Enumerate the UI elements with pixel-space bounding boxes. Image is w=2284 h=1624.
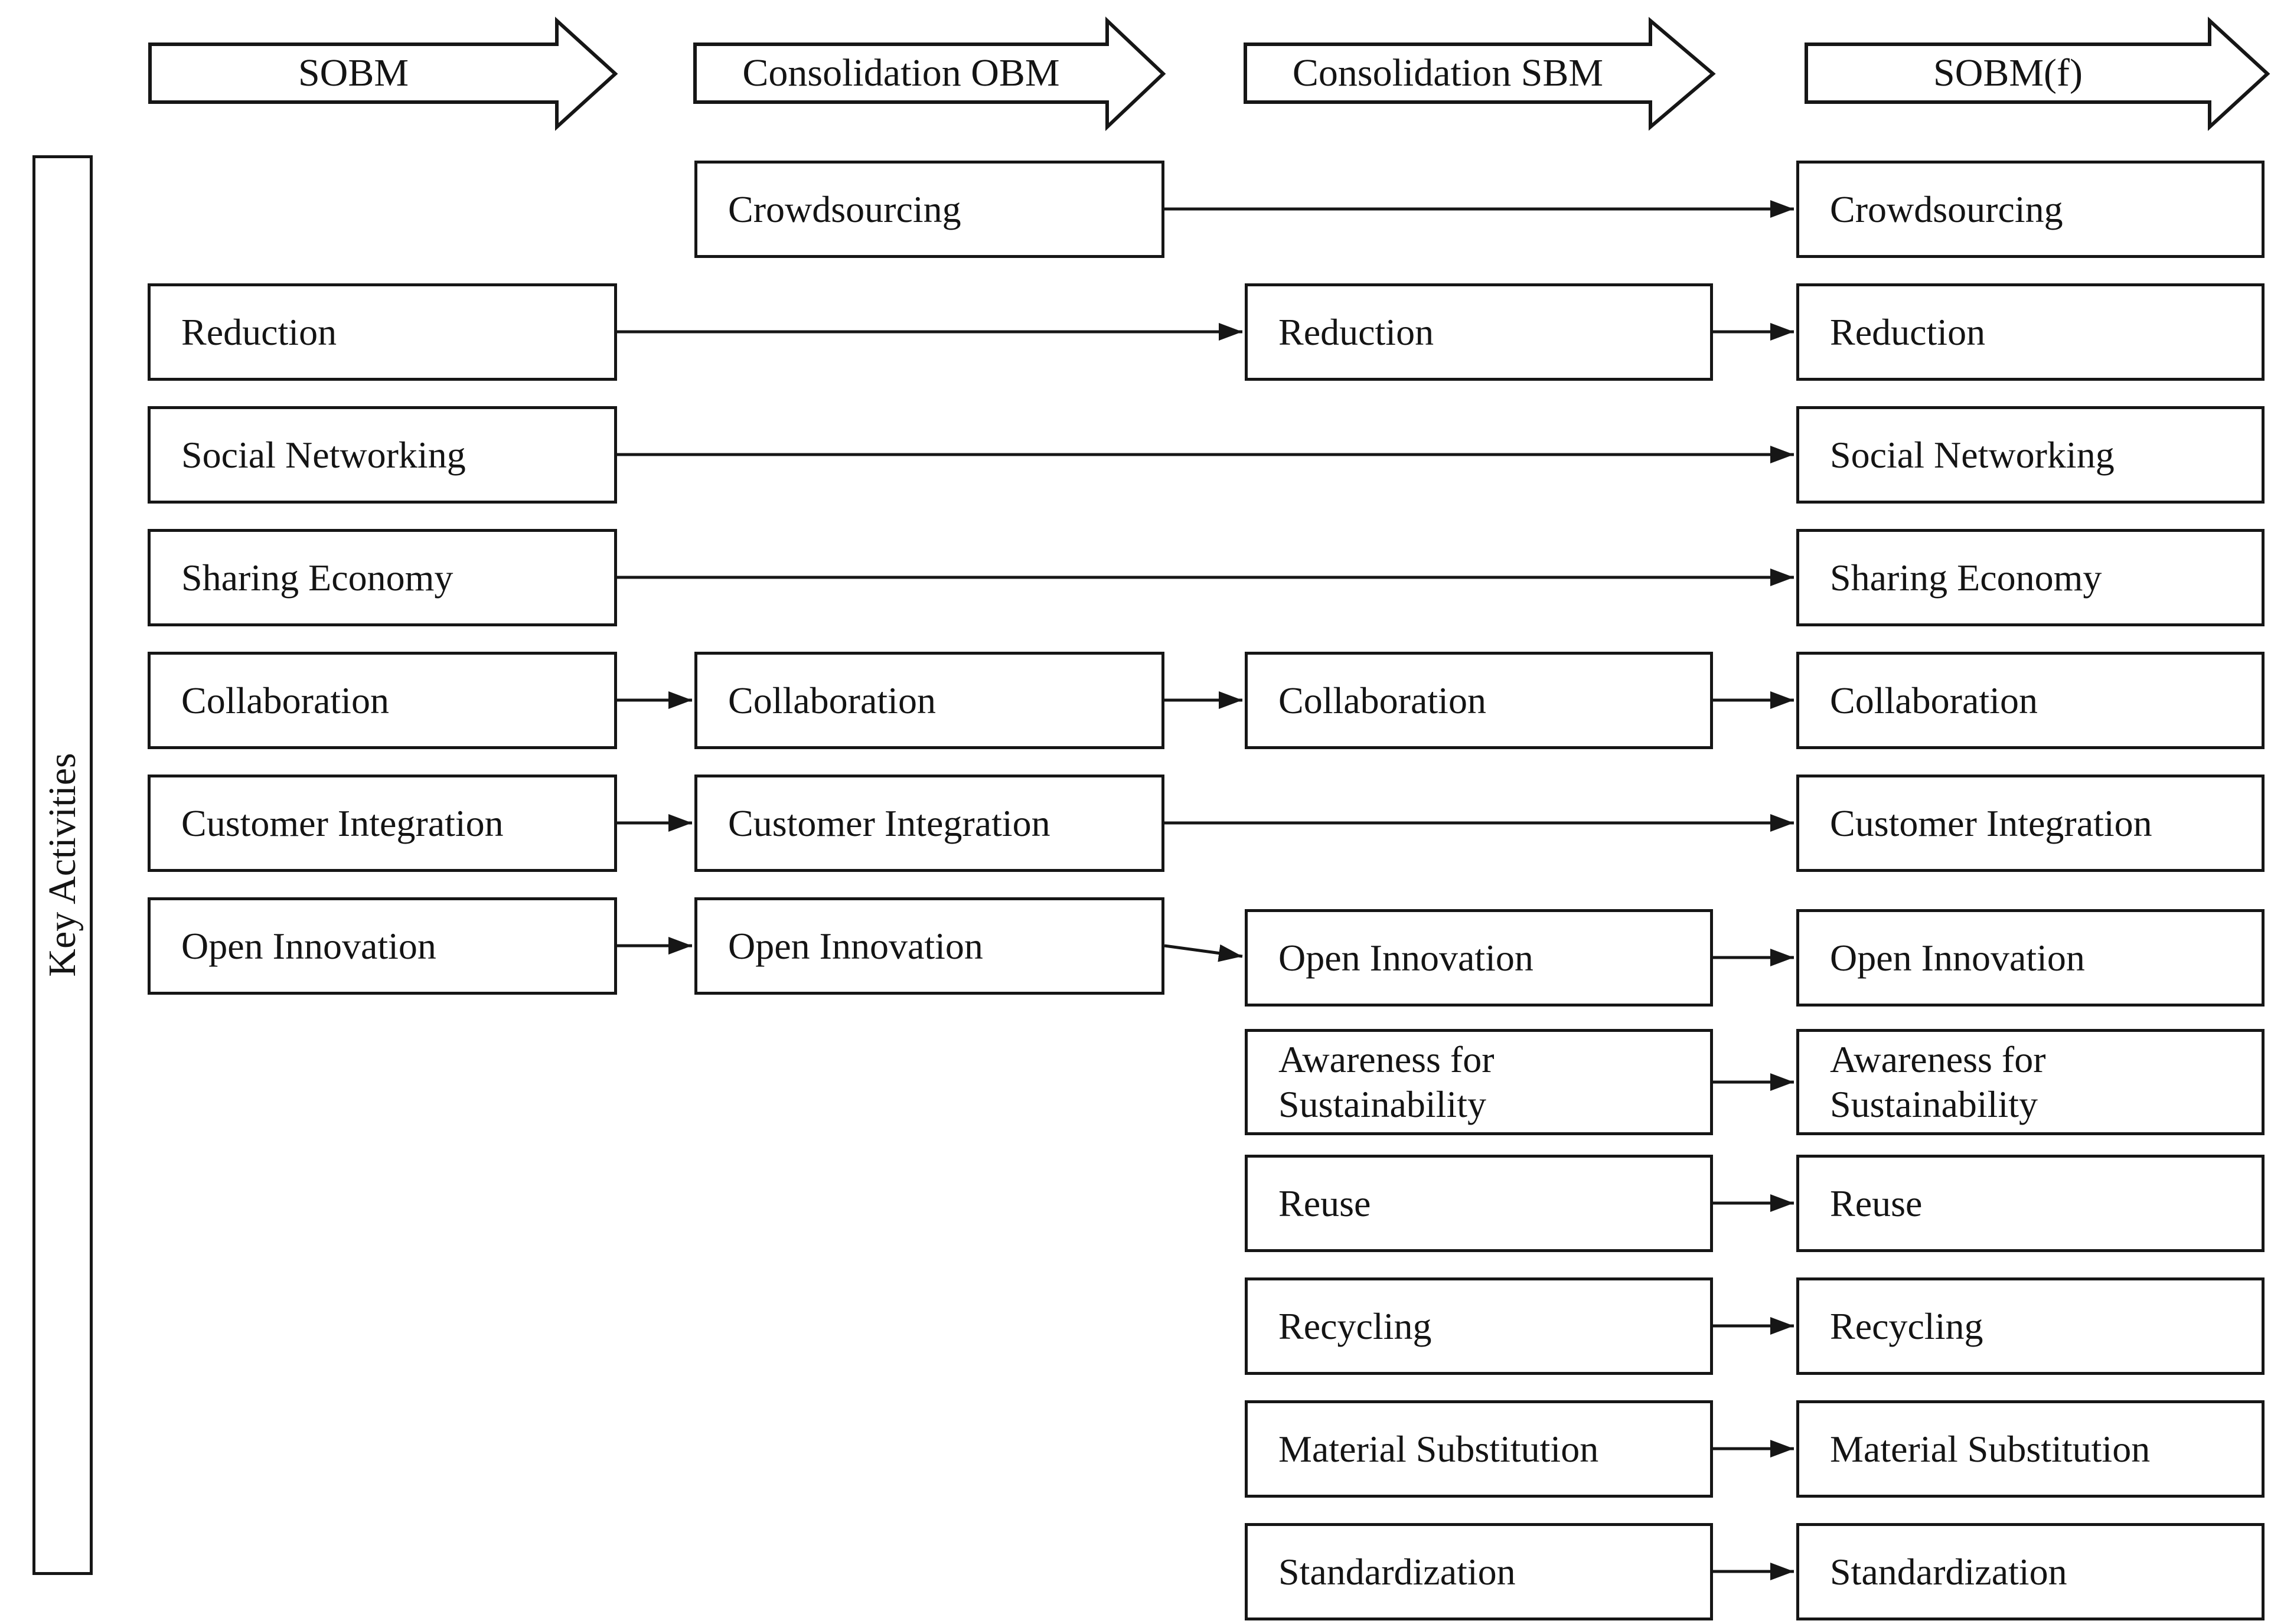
box-sobm-collaboration: Collaboration (148, 652, 617, 749)
box-sobmf-social-networking: Social Networking (1796, 406, 2265, 504)
stage-arrow-sobm (148, 17, 618, 131)
key-activities-bar (32, 155, 93, 1575)
box-sobmf-open-innovation: Open Innovation (1796, 909, 2265, 1007)
box-sobmf-collaboration: Collaboration (1796, 652, 2265, 749)
stage-arrow-consolidation-sbm (1244, 17, 1716, 131)
stage-label-consolidation-obm: Consolidation OBM (742, 51, 1060, 94)
box-sobmf-sharing-economy: Sharing Economy (1796, 529, 2265, 626)
box-sobm-customer-integration: Customer Integration (148, 775, 617, 872)
box-sbm-reduction: Reduction (1245, 283, 1713, 381)
box-sbm-collaboration: Collaboration (1245, 652, 1713, 749)
box-sobmf-awareness: Awareness for Sustainability (1796, 1029, 2265, 1135)
box-sobmf-reduction: Reduction (1796, 283, 2265, 381)
box-sobm-social-networking: Social Networking (148, 406, 617, 504)
box-obm-crowdsourcing: Crowdsourcing (694, 161, 1164, 258)
stage-label-sobm-f: SOBM(f) (1933, 51, 2083, 94)
box-sobmf-customer-integration: Customer Integration (1796, 775, 2265, 872)
box-sobm-reduction: Reduction (148, 283, 617, 381)
box-sbm-reuse: Reuse (1245, 1155, 1713, 1252)
stage-arrow-sobm-f (1805, 17, 2270, 131)
box-sbm-material-substitution: Material Substitution (1245, 1400, 1713, 1498)
key-activities-label: Key Activities (41, 753, 84, 977)
box-sobmf-recycling: Recycling (1796, 1277, 2265, 1375)
box-sobmf-reuse: Reuse (1796, 1155, 2265, 1252)
box-sobm-sharing-economy: Sharing Economy (148, 529, 617, 626)
box-sobmf-standardization: Standardization (1796, 1523, 2265, 1620)
box-obm-open-innovation: Open Innovation (694, 897, 1164, 995)
box-obm-collaboration: Collaboration (694, 652, 1164, 749)
box-sbm-open-innovation: Open Innovation (1245, 909, 1713, 1007)
connectors (617, 200, 1794, 1580)
box-sbm-awareness: Awareness for Sustainability (1245, 1029, 1713, 1135)
box-sbm-standardization: Standardization (1245, 1523, 1713, 1620)
connector-open-innovation-2 (1164, 944, 1243, 962)
stage-arrow-shapes (148, 17, 2270, 131)
box-sobm-open-innovation: Open Innovation (148, 897, 617, 995)
stage-arrow-consolidation-obm (693, 17, 1166, 131)
box-sbm-recycling: Recycling (1245, 1277, 1713, 1375)
box-sobmf-crowdsourcing: Crowdsourcing (1796, 161, 2265, 258)
box-sobmf-material-substitution: Material Substitution (1796, 1400, 2265, 1498)
stage-label-sobm: SOBM (298, 51, 409, 94)
box-obm-customer-integration: Customer Integration (694, 775, 1164, 872)
stage-label-consolidation-sbm: Consolidation SBM (1292, 51, 1604, 94)
